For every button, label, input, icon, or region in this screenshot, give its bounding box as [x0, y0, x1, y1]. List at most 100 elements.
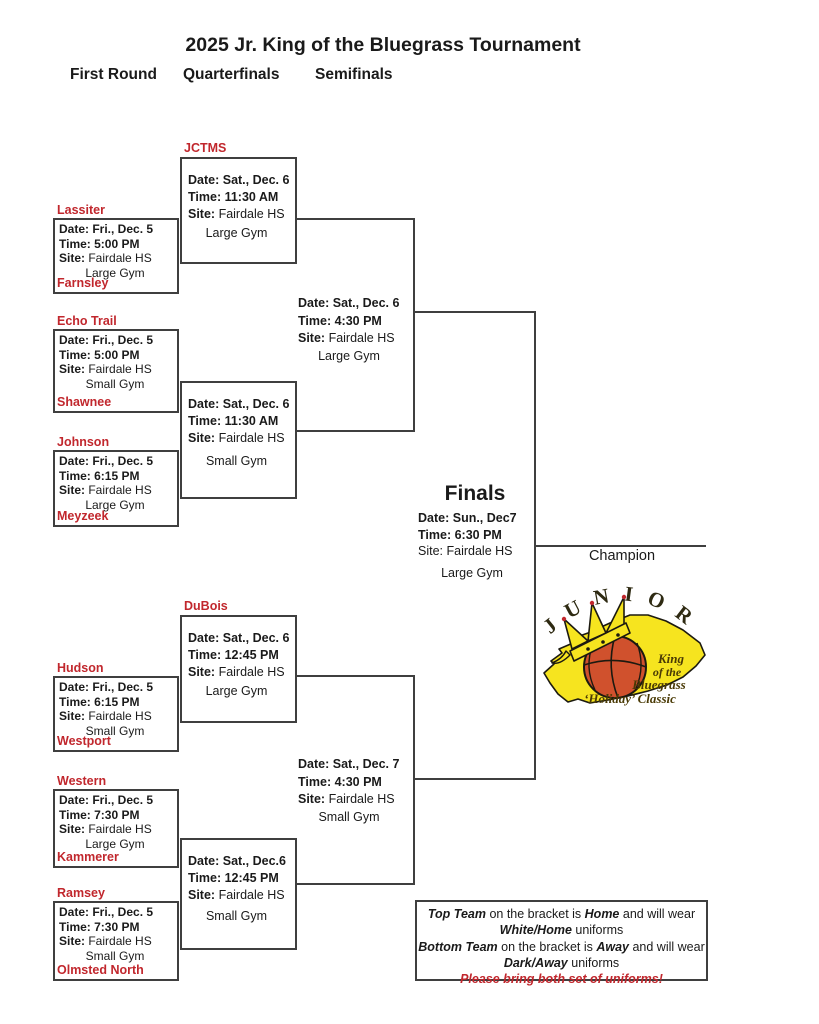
first-round-game-5: Western Date: Fri., Dec. 5 Time: 7:30 PM…	[53, 774, 179, 868]
team-lassiter: Lassiter	[57, 203, 105, 217]
game-time: Time: 7:30 PM	[59, 919, 140, 934]
team-hudson: Hudson	[57, 661, 104, 675]
game-gym: Small Gym	[85, 723, 145, 738]
connector-qf2-winner	[295, 430, 415, 432]
quarterfinal-game-1: JCTMS Date: Sat., Dec. 6 Time: 11:30 AM …	[180, 141, 297, 264]
game-date: Date: Sat., Dec. 6	[188, 397, 290, 411]
champion-line	[536, 545, 706, 547]
finals-time: Time: 6:30 PM	[418, 527, 502, 542]
game-time: Time: 11:30 AM	[188, 190, 279, 204]
game-date: Date: Fri., Dec. 5	[59, 793, 154, 807]
game-site: Site: Fairdale HS	[298, 792, 395, 806]
round-label-semifinals: Semifinals	[315, 66, 393, 83]
game-gym: Large Gym	[85, 497, 145, 512]
crown-icon	[551, 594, 631, 665]
game-time: Time: 4:30 PM	[298, 774, 382, 789]
game-date: Date: Sat., Dec. 6	[188, 173, 290, 187]
game-site: Site: Fairdale HS	[188, 431, 285, 445]
game-site: Site: Fairdale HS	[59, 709, 152, 723]
game-site: Site: Fairdale HS	[188, 888, 285, 902]
finals-block: Finals Date: Sun., Dec7 Time: 6:30 PM Si…	[414, 481, 536, 581]
team-farnsley: Farnsley	[57, 276, 109, 290]
game-time: Time: 6:15 PM	[59, 468, 140, 483]
game-time: Time: 4:30 PM	[298, 313, 382, 328]
game-date: Date: Sat., Dec.6	[188, 854, 286, 868]
game-gym: Small Gym	[205, 454, 268, 468]
game-site: Site: Fairdale HS	[59, 822, 152, 836]
first-round-game-1: Lassiter Date: Fri., Dec. 5 Time: 5:00 P…	[53, 203, 179, 294]
note-warning: Please bring both set of uniforms!	[460, 972, 663, 986]
logo-text-holiday-classic: ‘Holiday’ Classic	[584, 691, 676, 706]
finals-site: Site: Fairdale HS	[418, 544, 513, 558]
game-gym: Large Gym	[205, 684, 268, 698]
team-western: Western	[57, 774, 107, 788]
logo-text-king: King	[657, 651, 685, 666]
game-gym: Large Gym	[318, 348, 380, 363]
first-round-game-6: Ramsey Date: Fri., Dec. 5 Time: 7:30 PM …	[53, 886, 179, 981]
quarterfinal-game-4: Date: Sat., Dec.6 Time: 12:45 PM Site: F…	[180, 838, 297, 950]
team-johnson: Johnson	[57, 435, 110, 449]
game-site: Site: Fairdale HS	[59, 362, 152, 376]
note-line-4: Dark/Away uniforms	[503, 955, 620, 970]
round-label-first-round: First Round	[70, 66, 157, 83]
connector-sf1-winner	[415, 311, 536, 313]
game-date: Date: Sat., Dec. 6	[188, 631, 290, 645]
game-site: Site: Fairdale HS	[188, 665, 285, 679]
game-time: Time: 12:45 PM	[188, 648, 279, 662]
game-date: Date: Sat., Dec. 7	[298, 757, 400, 771]
finals-gym: Large Gym	[441, 565, 503, 580]
game-date: Date: Fri., Dec. 5	[59, 333, 154, 347]
game-site: Site: Fairdale HS	[59, 934, 152, 948]
connector-sf1-bracket	[413, 218, 415, 432]
tournament-logo: JUNIOR King of the Bluegrass ‘Holiday’ C…	[540, 581, 706, 706]
team-dubois: DuBois	[184, 599, 228, 613]
connector-qf1-winner	[295, 218, 415, 220]
game-site: Site: Fairdale HS	[298, 331, 395, 345]
game-time: Time: 12:45 PM	[188, 871, 279, 885]
game-time: Time: 5:00 PM	[59, 347, 140, 362]
connector-sf2-bracket	[413, 675, 415, 885]
game-date: Date: Fri., Dec. 5	[59, 454, 154, 468]
quarterfinal-game-3: DuBois Date: Sat., Dec. 6 Time: 12:45 PM…	[180, 599, 297, 723]
game-gym: Small Gym	[205, 909, 268, 923]
note-line-2: White/Home uniforms	[499, 922, 624, 937]
game-gym: Large Gym	[205, 226, 268, 240]
team-echo-trail: Echo Trail	[57, 314, 117, 328]
game-site: Site: Fairdale HS	[59, 251, 152, 265]
game-time: Time: 11:30 AM	[188, 414, 279, 428]
finals-date: Date: Sun., Dec7	[418, 511, 517, 525]
quarterfinal-game-2: Date: Sat., Dec. 6 Time: 11:30 AM Site: …	[180, 381, 297, 499]
game-gym: Large Gym	[85, 265, 145, 280]
game-gym: Small Gym	[85, 948, 145, 963]
semifinal-game-2: Date: Sat., Dec. 7 Time: 4:30 PM Site: F…	[298, 756, 414, 826]
note-line-3: Bottom Team on the bracket is Away and w…	[418, 940, 705, 954]
game-time: Time: 6:15 PM	[59, 694, 140, 709]
logo-text-bluegrass: Bluegrass	[631, 677, 685, 692]
connector-sf2-winner	[415, 778, 536, 780]
logo-text-of-the: of the	[653, 665, 682, 679]
game-site: Site: Fairdale HS	[59, 483, 152, 497]
game-time: Time: 5:00 PM	[59, 236, 140, 251]
game-site: Site: Fairdale HS	[188, 207, 285, 221]
game-date: Date: Fri., Dec. 5	[59, 222, 154, 236]
team-westport: Westport	[57, 734, 111, 748]
first-round-game-2: Echo Trail Date: Fri., Dec. 5 Time: 5:00…	[53, 314, 179, 413]
connector-qf3-winner	[295, 675, 415, 677]
game-time: Time: 7:30 PM	[59, 807, 140, 822]
game-date: Date: Fri., Dec. 5	[59, 905, 154, 919]
finals-heading: Finals	[444, 482, 506, 505]
uniform-note-box: Top Team on the bracket is Home and will…	[415, 900, 708, 986]
semifinal-game-1: Date: Sat., Dec. 6 Time: 4:30 PM Site: F…	[298, 295, 414, 365]
champion-label: Champion	[588, 548, 656, 564]
game-gym: Small Gym	[318, 809, 380, 824]
team-ramsey: Ramsey	[57, 886, 105, 900]
team-kammerer: Kammerer	[57, 850, 119, 864]
connector-qf4-winner	[295, 883, 415, 885]
first-round-game-4: Hudson Date: Fri., Dec. 5 Time: 6:15 PM …	[53, 661, 179, 752]
round-label-quarterfinals: Quarterfinals	[183, 66, 280, 83]
game-date: Date: Sat., Dec. 6	[298, 296, 400, 310]
team-jctms: JCTMS	[184, 141, 227, 155]
game-gym: Small Gym	[85, 376, 145, 391]
connector-finals-bracket	[534, 311, 536, 780]
